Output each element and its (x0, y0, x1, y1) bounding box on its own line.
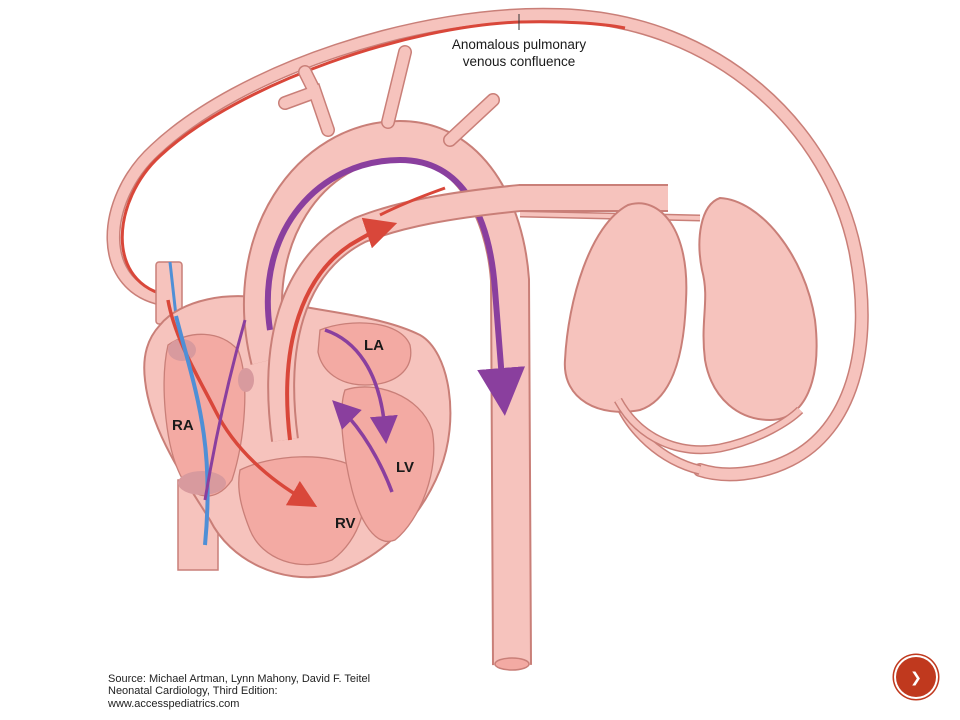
left-ventricle (341, 386, 435, 543)
next-slide-button[interactable]: ❯ (896, 657, 936, 697)
source-line-3: www.accesspediatrics.com (108, 697, 240, 710)
callout-line-1: Anomalous pulmonary (452, 37, 587, 52)
right-atrium (163, 333, 246, 497)
lungs (563, 196, 818, 455)
left-lung (698, 196, 818, 422)
source-line-1: Source: Michael Artman, Lynn Mahony, Dav… (108, 673, 371, 685)
next-slide-icon: ❯ (910, 669, 922, 685)
pulmonary-artery (267, 184, 701, 442)
label-la: LA (364, 337, 384, 354)
right-ventricle (238, 456, 366, 566)
anomalous-venous-channel (106, 7, 869, 482)
callout-line-2: venous confluence (463, 54, 576, 69)
source-citation: Source: Michael Artman, Lynn Mahony, Dav… (108, 673, 528, 710)
source-line-2: Neonatal Cardiology, Third Edition: (108, 685, 278, 698)
label-ra: RA (172, 417, 194, 434)
label-rv: RV (335, 515, 356, 532)
intracardiac-flow (166, 299, 398, 546)
aorta (242, 45, 532, 671)
right-lung (563, 202, 688, 413)
label-lv: LV (396, 459, 414, 476)
